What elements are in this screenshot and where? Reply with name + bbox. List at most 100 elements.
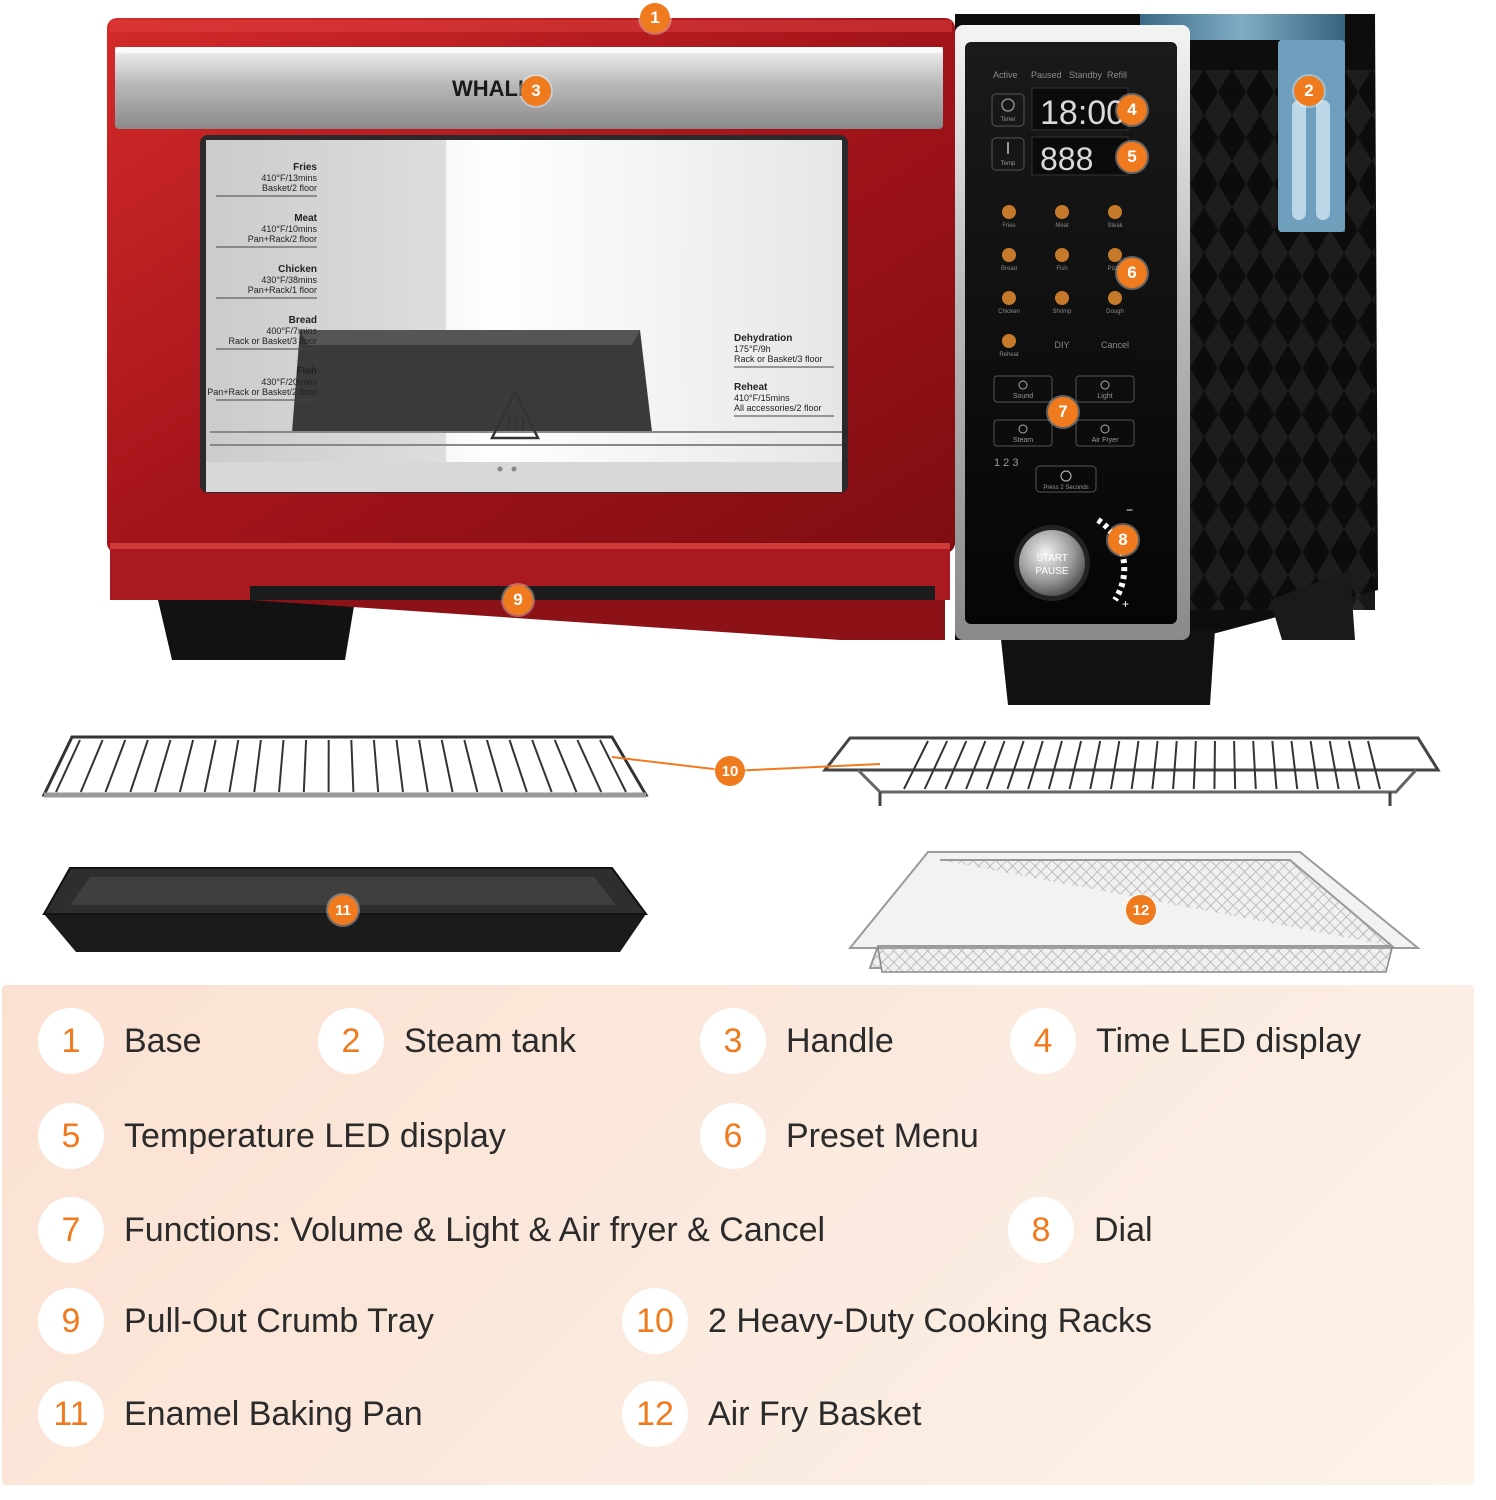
preset-label: DIY (1054, 340, 1069, 350)
steam-level-indicator: 1 2 3 (994, 457, 1018, 469)
callout-10: 10 (715, 756, 745, 786)
rack-bar (302, 739, 308, 793)
rack-bar (55, 739, 81, 793)
rack-bar (1006, 740, 1025, 790)
power-button[interactable] (1035, 465, 1097, 493)
guide-item-name: Bread (289, 315, 317, 326)
preset-button-steak[interactable]: Steak (1107, 205, 1124, 229)
callout-1: 1 (640, 3, 670, 33)
pizza-icon (1108, 248, 1122, 262)
steak-icon (1108, 205, 1122, 219)
oven-door[interactable] (107, 18, 955, 553)
rack-bar (395, 739, 404, 793)
timer-label: Timer (1000, 117, 1015, 123)
legend-number: 7 (38, 1197, 104, 1263)
rack-bar (576, 739, 603, 793)
legend-number: 6 (700, 1103, 766, 1169)
function-button-steam[interactable]: Steam (993, 419, 1053, 447)
preset-button-meat[interactable]: Meat (1055, 205, 1069, 229)
legend-label: 2 Heavy-Duty Cooking Racks (708, 1301, 1153, 1340)
guide-item-accessory: Rack or Basket/3 floor (228, 336, 317, 346)
rack-bar (1252, 740, 1257, 790)
rack-bar (1271, 740, 1278, 790)
legend-item-steam-tank: 2 Steam tank (318, 1008, 576, 1074)
fries-icon (1002, 205, 1016, 219)
preset-button-bread[interactable]: Bread (1001, 248, 1017, 272)
rack-bar (1172, 740, 1178, 790)
legend-item-base: 1 Base (38, 1008, 202, 1074)
guide-item-accessory: Basket/2 floor (262, 183, 317, 193)
guide-item-accessory: Pan+Rack/1 floor (248, 285, 317, 295)
timer-button[interactable] (991, 93, 1025, 127)
preset-button-diy[interactable]: DIY (1054, 340, 1069, 350)
guide-item-accessory: Rack or Basket/3 floor (734, 354, 823, 364)
preset-button-shrimp[interactable]: Shrimp (1052, 291, 1072, 315)
legend-label: Dial (1094, 1210, 1153, 1249)
dial[interactable]: START PAUSE − + (1014, 503, 1133, 611)
rack-bar (985, 740, 1006, 790)
power-icon (1060, 470, 1072, 482)
function-button-sound[interactable]: Sound (993, 375, 1053, 403)
rack-bar (903, 740, 929, 790)
temp-button[interactable] (991, 137, 1025, 171)
guide-item-setting: 430°F/38mins (261, 275, 317, 285)
legend-item-time-led: 4 Time LED display (1010, 1008, 1361, 1074)
dial-label-pause: PAUSE (1035, 566, 1068, 577)
fish-icon (1055, 248, 1069, 262)
rack-bar (1290, 740, 1299, 790)
preset-button-reheat[interactable]: Reheat (999, 334, 1019, 358)
function-button-frame (1075, 419, 1135, 447)
preset-button-dough[interactable]: Dough (1106, 291, 1124, 315)
rack-bar (129, 739, 149, 793)
brand-logo-text: WHALI (452, 76, 524, 101)
chicken-icon (1002, 291, 1016, 305)
clock-icon (1001, 98, 1015, 112)
legend-number: 12 (622, 1381, 688, 1447)
preset-label: Dough (1106, 309, 1124, 315)
legend-item-handle: 3 Handle (700, 1008, 894, 1074)
preset-label: Pizza (1108, 266, 1123, 272)
function-button-light[interactable]: Light (1075, 375, 1135, 403)
preset-button-fish[interactable]: Fish (1055, 248, 1069, 272)
steam-icon (1018, 424, 1028, 434)
rack-bar (1089, 740, 1102, 790)
guide-item-setting: 410°F/13mins (261, 173, 317, 183)
rack-bar (278, 739, 285, 793)
rack-bar (1347, 740, 1361, 790)
meat-icon (1055, 205, 1069, 219)
rack-bar (944, 740, 968, 790)
preset-button-fries[interactable]: Fries (1002, 205, 1016, 229)
guide-item-name: Fish (296, 366, 317, 377)
function-button-air-fryer[interactable]: Air Fryer (1075, 419, 1135, 447)
function-label: Steam (1013, 437, 1033, 444)
steam-tank[interactable] (1140, 14, 1345, 232)
front-left-leg (158, 600, 355, 660)
preset-label: Shrimp (1052, 309, 1072, 315)
preset-button-cancel[interactable]: Cancel (1101, 340, 1129, 350)
rack-bar (1047, 740, 1063, 790)
function-button-frame (993, 419, 1053, 447)
rack-bar (599, 739, 627, 793)
guide-item-accessory: All accessories/2 floor (734, 403, 822, 413)
guide-item-setting: 410°F/15mins (734, 393, 790, 403)
rack-bar (154, 739, 172, 793)
callout-4: 4 (1117, 95, 1147, 125)
legend-label: Functions: Volume & Light & Air fryer & … (124, 1210, 826, 1249)
light-icon (1100, 380, 1110, 390)
rack-bar (1213, 740, 1216, 790)
status-label-refill: Refill (1107, 70, 1127, 80)
preset-button-chicken[interactable]: Chicken (998, 291, 1020, 315)
guide-item-setting: 430°F/20mins (261, 377, 317, 387)
function-button-frame (993, 375, 1053, 403)
rack-bar (1151, 740, 1159, 790)
front-right-leg (1000, 630, 1215, 705)
legend-number: 4 (1010, 1008, 1076, 1074)
legend-item-crumb-tray: 9 Pull-Out Crumb Tray (38, 1288, 434, 1354)
rack-bar (1367, 740, 1381, 790)
rack-bar (1027, 740, 1044, 790)
preset-button-pizza[interactable]: Pizza (1108, 248, 1123, 272)
legend-label: Enamel Baking Pan (124, 1394, 423, 1433)
guide-item-accessory: Pan+Rack/2 floor (248, 234, 317, 244)
crumb-tray[interactable] (110, 543, 950, 640)
